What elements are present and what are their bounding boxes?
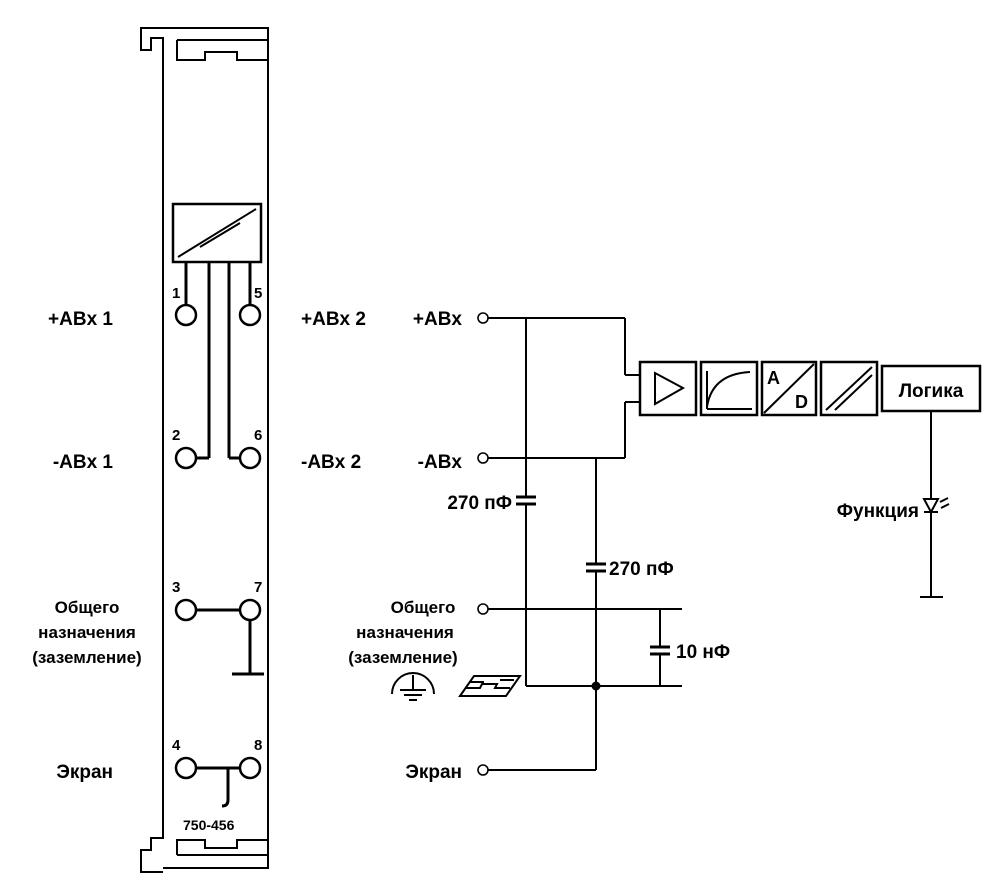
junction-dot [591, 681, 601, 691]
ad-converter-icon: A D [760, 360, 818, 417]
label-common-line3: (заземление) [348, 648, 457, 667]
amplifier-icon [638, 360, 698, 417]
din-rail-icon [458, 675, 522, 697]
pin-4: 4 [172, 737, 181, 754]
cap1-label: 270 пФ [447, 493, 512, 514]
label-common-1: Общего [55, 598, 120, 617]
module-right-labels: +ABx 2 -ABx 2 [301, 309, 366, 473]
capacitor-270pf-2: 270 пФ [586, 559, 674, 580]
logic-label: Логика [899, 381, 964, 402]
label-plus-in1: +ABx 1 [48, 309, 113, 330]
terminal-7[interactable] [238, 598, 262, 622]
isolation-icon [819, 360, 879, 417]
pin-6: 6 [254, 427, 262, 444]
label-minus-input: -ABx [418, 452, 463, 473]
label-plus-input: +ABx [413, 309, 463, 330]
pin-7: 7 [254, 579, 262, 596]
module-terminals [174, 303, 262, 780]
logic-block: Логика [880, 364, 982, 413]
terminal-5[interactable] [238, 303, 262, 327]
cap3-label: 10 нФ [676, 642, 730, 663]
pin-5: 5 [254, 285, 262, 302]
led-icon [922, 497, 950, 515]
terminal-1[interactable] [174, 303, 198, 327]
module-left-labels: +ABx 1 -ABx 1 Общего назначения (заземле… [32, 309, 141, 783]
label-screen: Экран [56, 762, 113, 783]
terminal-8[interactable] [238, 756, 262, 780]
cap2-label: 270 пФ [609, 559, 674, 580]
capacitor-270pf-1: 270 пФ [447, 493, 536, 514]
module-internal-wiring [184, 262, 264, 808]
pin-1: 1 [172, 285, 180, 302]
function-led: Функция [837, 411, 950, 598]
model-number: 750-456 [183, 817, 235, 833]
label-common-line2: назначения [356, 623, 454, 642]
converter-icon [171, 202, 263, 264]
label-plus-in2: +ABx 2 [301, 309, 366, 330]
input-screen-terminal [477, 764, 489, 776]
pin-8: 8 [254, 737, 262, 754]
filter-icon [699, 360, 759, 417]
function-label: Функция [837, 501, 919, 522]
schematic-wiring [488, 317, 682, 771]
pin-2: 2 [172, 427, 180, 444]
label-common-2: назначения [38, 623, 136, 642]
input-minus-terminal [477, 452, 489, 464]
label-minus-in1: -ABx 1 [53, 452, 114, 473]
ad-label-d: D [795, 392, 808, 412]
terminal-3[interactable] [174, 598, 198, 622]
pin-numbers: 1 2 3 4 5 6 7 8 [172, 285, 262, 754]
terminal-6[interactable] [238, 446, 262, 470]
ad-label-a: A [767, 368, 780, 388]
label-minus-in2: -ABx 2 [301, 452, 361, 473]
terminal-2[interactable] [174, 446, 198, 470]
terminal-4[interactable] [174, 756, 198, 780]
input-common-terminal [477, 603, 489, 615]
label-screen-input: Экран [405, 762, 462, 783]
schematic-labels: +ABx -ABx Общего назначения (заземление)… [348, 309, 462, 783]
module-housing [140, 27, 269, 873]
schematic-terminals [477, 312, 489, 776]
label-common-line1: Общего [391, 598, 456, 617]
earth-ground-icon [391, 672, 435, 701]
capacitor-10nf: 10 нФ [650, 642, 730, 663]
label-common-3: (заземление) [32, 648, 141, 667]
input-plus-terminal [477, 312, 489, 324]
pin-3: 3 [172, 579, 180, 596]
